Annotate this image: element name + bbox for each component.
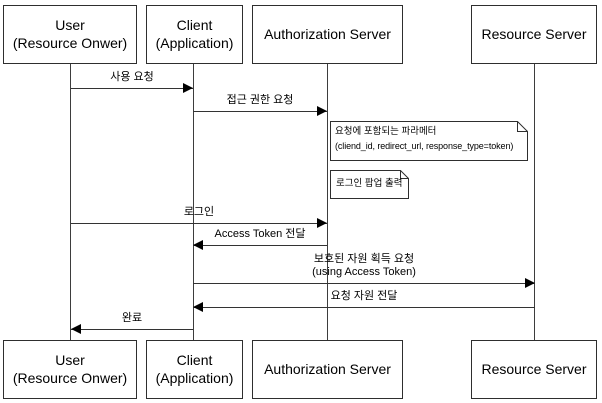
message-label: Access Token 전달 [214, 228, 306, 241]
message-line [193, 245, 327, 246]
message-label: 사용 요청 [110, 71, 154, 84]
actor-user-top: User (Resource Onwer) [3, 5, 137, 64]
message-label: 로그인 [183, 206, 215, 219]
note-text: 요청에 포함되는 파라메터 (cliend_id, redirect_url, … [330, 121, 528, 161]
arrowhead-right-icon [183, 83, 193, 93]
arrowhead-right-icon [317, 106, 327, 116]
actor-subtitle: (Resource Onwer) [12, 34, 128, 51]
message-label-line2: (using Access Token) [312, 266, 416, 279]
message-label-line1: 보호된 자원 획득 요청 [313, 252, 415, 265]
actor-name: User [55, 352, 85, 369]
actor-subtitle: (Application) [155, 369, 234, 386]
actor-name: Client [176, 352, 213, 369]
message-line [193, 111, 327, 112]
message-line [193, 283, 535, 284]
message-line [193, 307, 535, 308]
actor-subtitle: (Resource Onwer) [12, 369, 128, 386]
actor-user-bottom: User (Resource Onwer) [3, 340, 137, 399]
message-label: 완료 [121, 312, 143, 325]
actor-authorization-server-top: Authorization Server [252, 5, 403, 64]
arrowhead-left-icon [193, 302, 203, 312]
lifeline-authorization-server [327, 64, 328, 340]
actor-name: Authorization Server [264, 360, 391, 377]
lifeline-user [70, 64, 71, 340]
message-line [71, 223, 327, 224]
actor-client-top: Client (Application) [146, 5, 243, 64]
actor-name: Resource Server [481, 360, 587, 377]
message-label: 보호된 자원 획득 요청 (using Access Token) [193, 253, 535, 281]
note-text-line: 로그인 팝업 출력 [336, 178, 403, 190]
note-request-parameters: 요청에 포함되는 파라메터 (cliend_id, redirect_url, … [330, 121, 528, 161]
message-label: 접근 권한 요청 [226, 94, 294, 107]
actor-name: User [55, 17, 85, 34]
actor-authorization-server-bottom: Authorization Server [252, 340, 403, 399]
actor-name: Resource Server [481, 25, 587, 42]
actor-resource-server-bottom: Resource Server [471, 340, 597, 399]
actor-subtitle: (Application) [155, 34, 234, 51]
actor-name: Client [176, 17, 213, 34]
arrowhead-left-icon [193, 240, 203, 250]
message-label: 요청 자원 전달 [330, 290, 398, 303]
actor-resource-server-top: Resource Server [471, 5, 597, 64]
lifeline-resource-server [534, 64, 535, 340]
actor-client-bottom: Client (Application) [146, 340, 243, 399]
arrowhead-right-icon [525, 278, 535, 288]
lifeline-client [193, 64, 194, 340]
note-login-popup: 로그인 팝업 출력 [330, 170, 409, 199]
note-shape [330, 170, 409, 199]
note-shape [330, 121, 528, 161]
message-line [71, 88, 193, 89]
message-line [71, 329, 193, 330]
arrowhead-left-icon [71, 324, 81, 334]
note-text-line: (cliend_id, redirect_url, response_type=… [335, 140, 514, 151]
actor-name: Authorization Server [264, 25, 391, 42]
note-text: 로그인 팝업 출력 [330, 170, 409, 199]
note-text-line: 요청에 포함되는 파라메터 [335, 126, 437, 137]
arrowhead-right-icon [317, 218, 327, 228]
